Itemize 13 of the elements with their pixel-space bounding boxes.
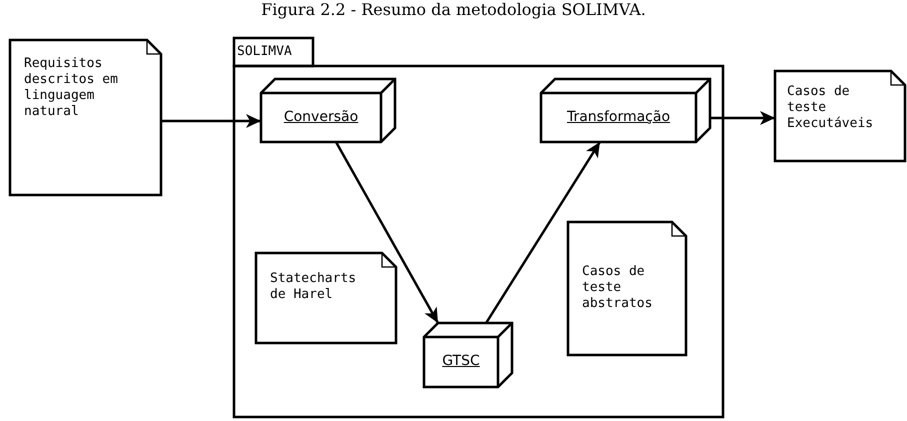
arrow	[161, 114, 261, 128]
note-text: Requisitos descritos em linguagem natural	[24, 56, 119, 120]
note-text: Statecharts de Harel	[270, 271, 358, 303]
arrow	[485, 141, 601, 324]
note-text: Casos de teste abstratos	[582, 264, 654, 312]
arrow	[334, 141, 440, 324]
package-label: SOLIMVA	[237, 44, 292, 60]
note-text: Casos de teste Executáveis	[787, 84, 874, 132]
cube-label: Conversão	[282, 108, 360, 124]
arrow	[710, 111, 775, 125]
cube-label: GTSC	[441, 353, 481, 369]
cube-label: Transformação	[566, 108, 672, 124]
figure-title: Figura 2.2 - Resumo da metodologia SOLIMVA.	[260, 0, 647, 20]
